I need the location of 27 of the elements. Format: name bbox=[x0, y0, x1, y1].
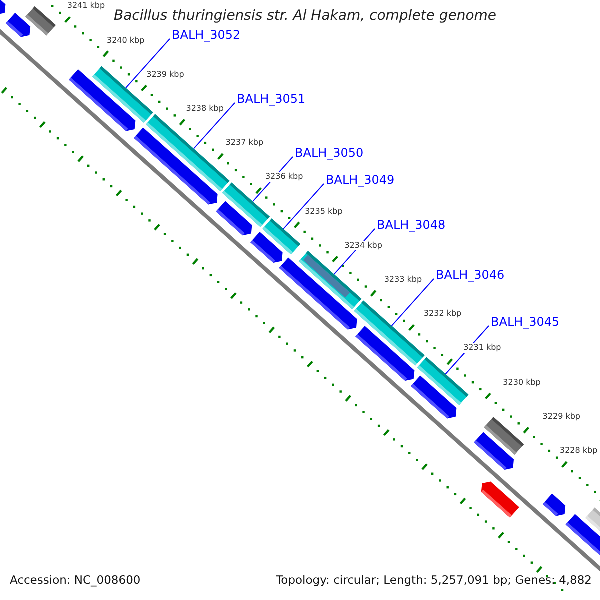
gene-bar bbox=[298, 251, 362, 310]
leader-line bbox=[193, 102, 236, 150]
leader-line bbox=[126, 38, 170, 89]
gene-label: BALH_3048 bbox=[377, 219, 446, 233]
gene-bar bbox=[354, 300, 425, 366]
scale-label: 3239 kbp bbox=[146, 70, 184, 79]
gene-bar bbox=[417, 357, 469, 406]
gene-label: BALH_3049 bbox=[326, 174, 395, 188]
scale-label: 3229 kbp bbox=[542, 412, 580, 422]
scale-label: 3230 kbp bbox=[503, 378, 541, 387]
footer-text: Topology: circular; Length: 5,257,091 bp; Genes: 4,882 bbox=[276, 574, 592, 588]
leader-line bbox=[283, 184, 324, 230]
footer-text: Accession: NC_008600 bbox=[10, 574, 141, 588]
leader-line bbox=[391, 278, 434, 327]
gene-label: BALH_3046 bbox=[436, 269, 505, 283]
scale-label: 3233 kbp bbox=[384, 275, 422, 284]
scale-label: 3228 kbp bbox=[560, 446, 598, 456]
gene-label: BALH_3050 bbox=[295, 147, 364, 161]
scale-label: 3241 kbp bbox=[67, 1, 106, 10]
gene-label: BALH_3051 bbox=[237, 93, 306, 107]
scale-label: 3232 kbp bbox=[424, 309, 462, 318]
gene-label: BALH_3045 bbox=[491, 316, 560, 330]
gene-label: BALH_3052 bbox=[172, 29, 241, 43]
title: Bacillus thuringiensis str. Al Hakam, complete genome bbox=[114, 8, 497, 24]
scale-label: 3237 kbp bbox=[226, 138, 264, 148]
gene-bar bbox=[262, 218, 301, 255]
gene-bar bbox=[222, 182, 270, 228]
